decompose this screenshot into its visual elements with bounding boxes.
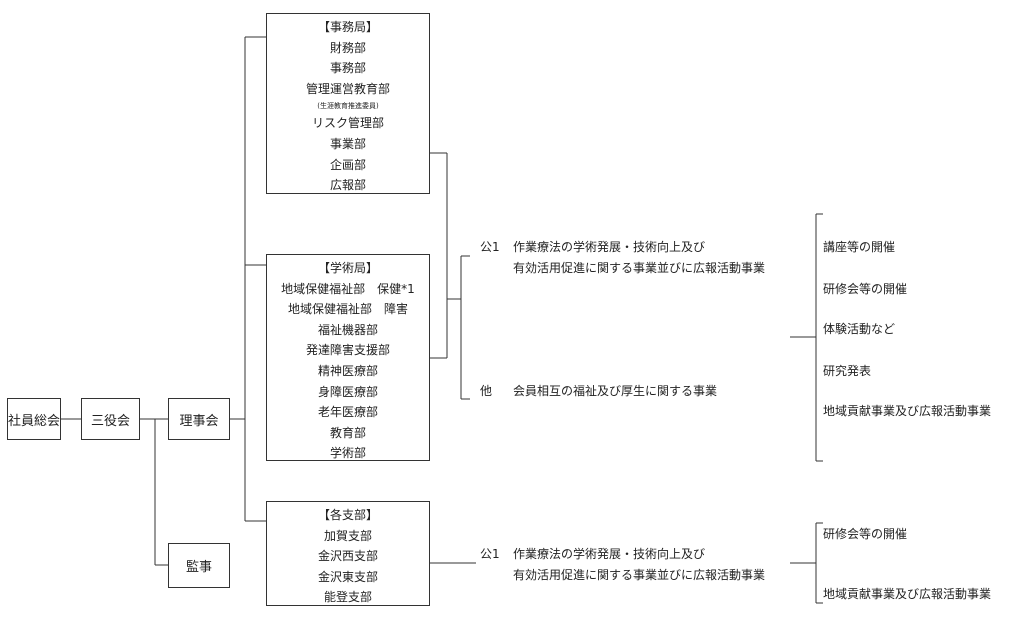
secretariat-item: 事務部 xyxy=(329,61,366,76)
project-code: 他 xyxy=(480,384,493,398)
academic-item: 精神医療部 xyxy=(317,363,378,378)
auditor-node: 監事 xyxy=(168,543,230,588)
academic-item: 福祉機器部 xyxy=(317,322,378,337)
secretariat-item: 管理運営教育部 xyxy=(305,81,390,96)
branch-activity-item: 地域貢献事業及び広報活動事業 xyxy=(823,587,992,601)
board-label: 理事会 xyxy=(179,413,219,429)
branch-public-project-1: 公1 作業療法の学術発展・技術向上及び xyxy=(480,545,705,562)
academic-item: 学術部 xyxy=(329,446,366,461)
secretariat-box: 【事務局】 財務部 事務部 管理運営教育部 (生涯教育推進委員) リスク管理部 … xyxy=(266,13,430,194)
activity-item: 体験活動など xyxy=(823,322,896,336)
activity-item: 講座等の開催 xyxy=(823,240,896,254)
activity-item: 研修会等の開催 xyxy=(823,282,908,296)
branch-activity-item: 研修会等の開催 xyxy=(823,527,908,541)
branch-item: 金沢東支部 xyxy=(317,569,378,584)
general-meeting-label: 社員総会 xyxy=(8,413,61,429)
academic-item: 身障医療部 xyxy=(317,384,378,399)
project-code: 公1 xyxy=(480,547,500,561)
secretariat-item: 広報部 xyxy=(329,178,366,193)
activity-item: 研究発表 xyxy=(823,364,872,378)
three-officers-label: 三役会 xyxy=(90,413,130,429)
project-title-line2: 有効活用促進に関する事業並びに広報活動事業 xyxy=(513,568,766,582)
academic-item: 発達障害支援部 xyxy=(305,343,390,358)
academic-item: 老年医療部 xyxy=(317,405,378,420)
branches-box: 【各支部】 加賀支部 金沢西支部 金沢東支部 能登支部 xyxy=(266,501,430,606)
project-title-line1: 作業療法の学術発展・技術向上及び xyxy=(513,547,706,561)
public-project-1: 公1 作業療法の学術発展・技術向上及び xyxy=(480,238,705,255)
secretariat-item: 事業部 xyxy=(329,136,366,151)
other-project-title: 会員相互の福祉及び厚生に関する事業 xyxy=(513,384,718,398)
academic-item: 地域保健福祉部 保健*1 xyxy=(281,281,415,296)
general-meeting-node: 社員総会 xyxy=(7,398,61,440)
three-officers-node: 三役会 xyxy=(81,398,140,440)
project-code: 公1 xyxy=(480,240,500,254)
academic-item: 地域保健福祉部 障害 xyxy=(287,302,408,317)
secretariat-item-note: (生涯教育推進委員) xyxy=(317,102,379,111)
secretariat-item: リスク管理部 xyxy=(311,116,384,131)
project-title-line2: 有効活用促進に関する事業並びに広報活動事業 xyxy=(513,261,766,275)
secretariat-item: 財務部 xyxy=(329,40,366,55)
academic-item: 教育部 xyxy=(329,425,366,440)
secretariat-title: 【事務局】 xyxy=(317,20,378,34)
project-title-line1: 作業療法の学術発展・技術向上及び xyxy=(513,240,706,254)
auditor-label: 監事 xyxy=(185,560,212,575)
other-project: 他 会員相互の福祉及び厚生に関する事業 xyxy=(480,382,717,399)
activity-item: 地域貢献事業及び広報活動事業 xyxy=(823,404,992,418)
secretariat-item: 企画部 xyxy=(329,157,366,172)
branch-item: 能登支部 xyxy=(323,590,372,605)
branches-title: 【各支部】 xyxy=(317,508,378,522)
branch-item: 金沢西支部 xyxy=(317,549,378,564)
academic-box: 【学術局】 地域保健福祉部 保健*1 地域保健福祉部 障害 福祉機器部 発達障害… xyxy=(266,254,430,461)
board-node: 理事会 xyxy=(168,398,230,440)
branch-item: 加賀支部 xyxy=(323,528,372,543)
academic-title: 【学術局】 xyxy=(317,261,378,275)
